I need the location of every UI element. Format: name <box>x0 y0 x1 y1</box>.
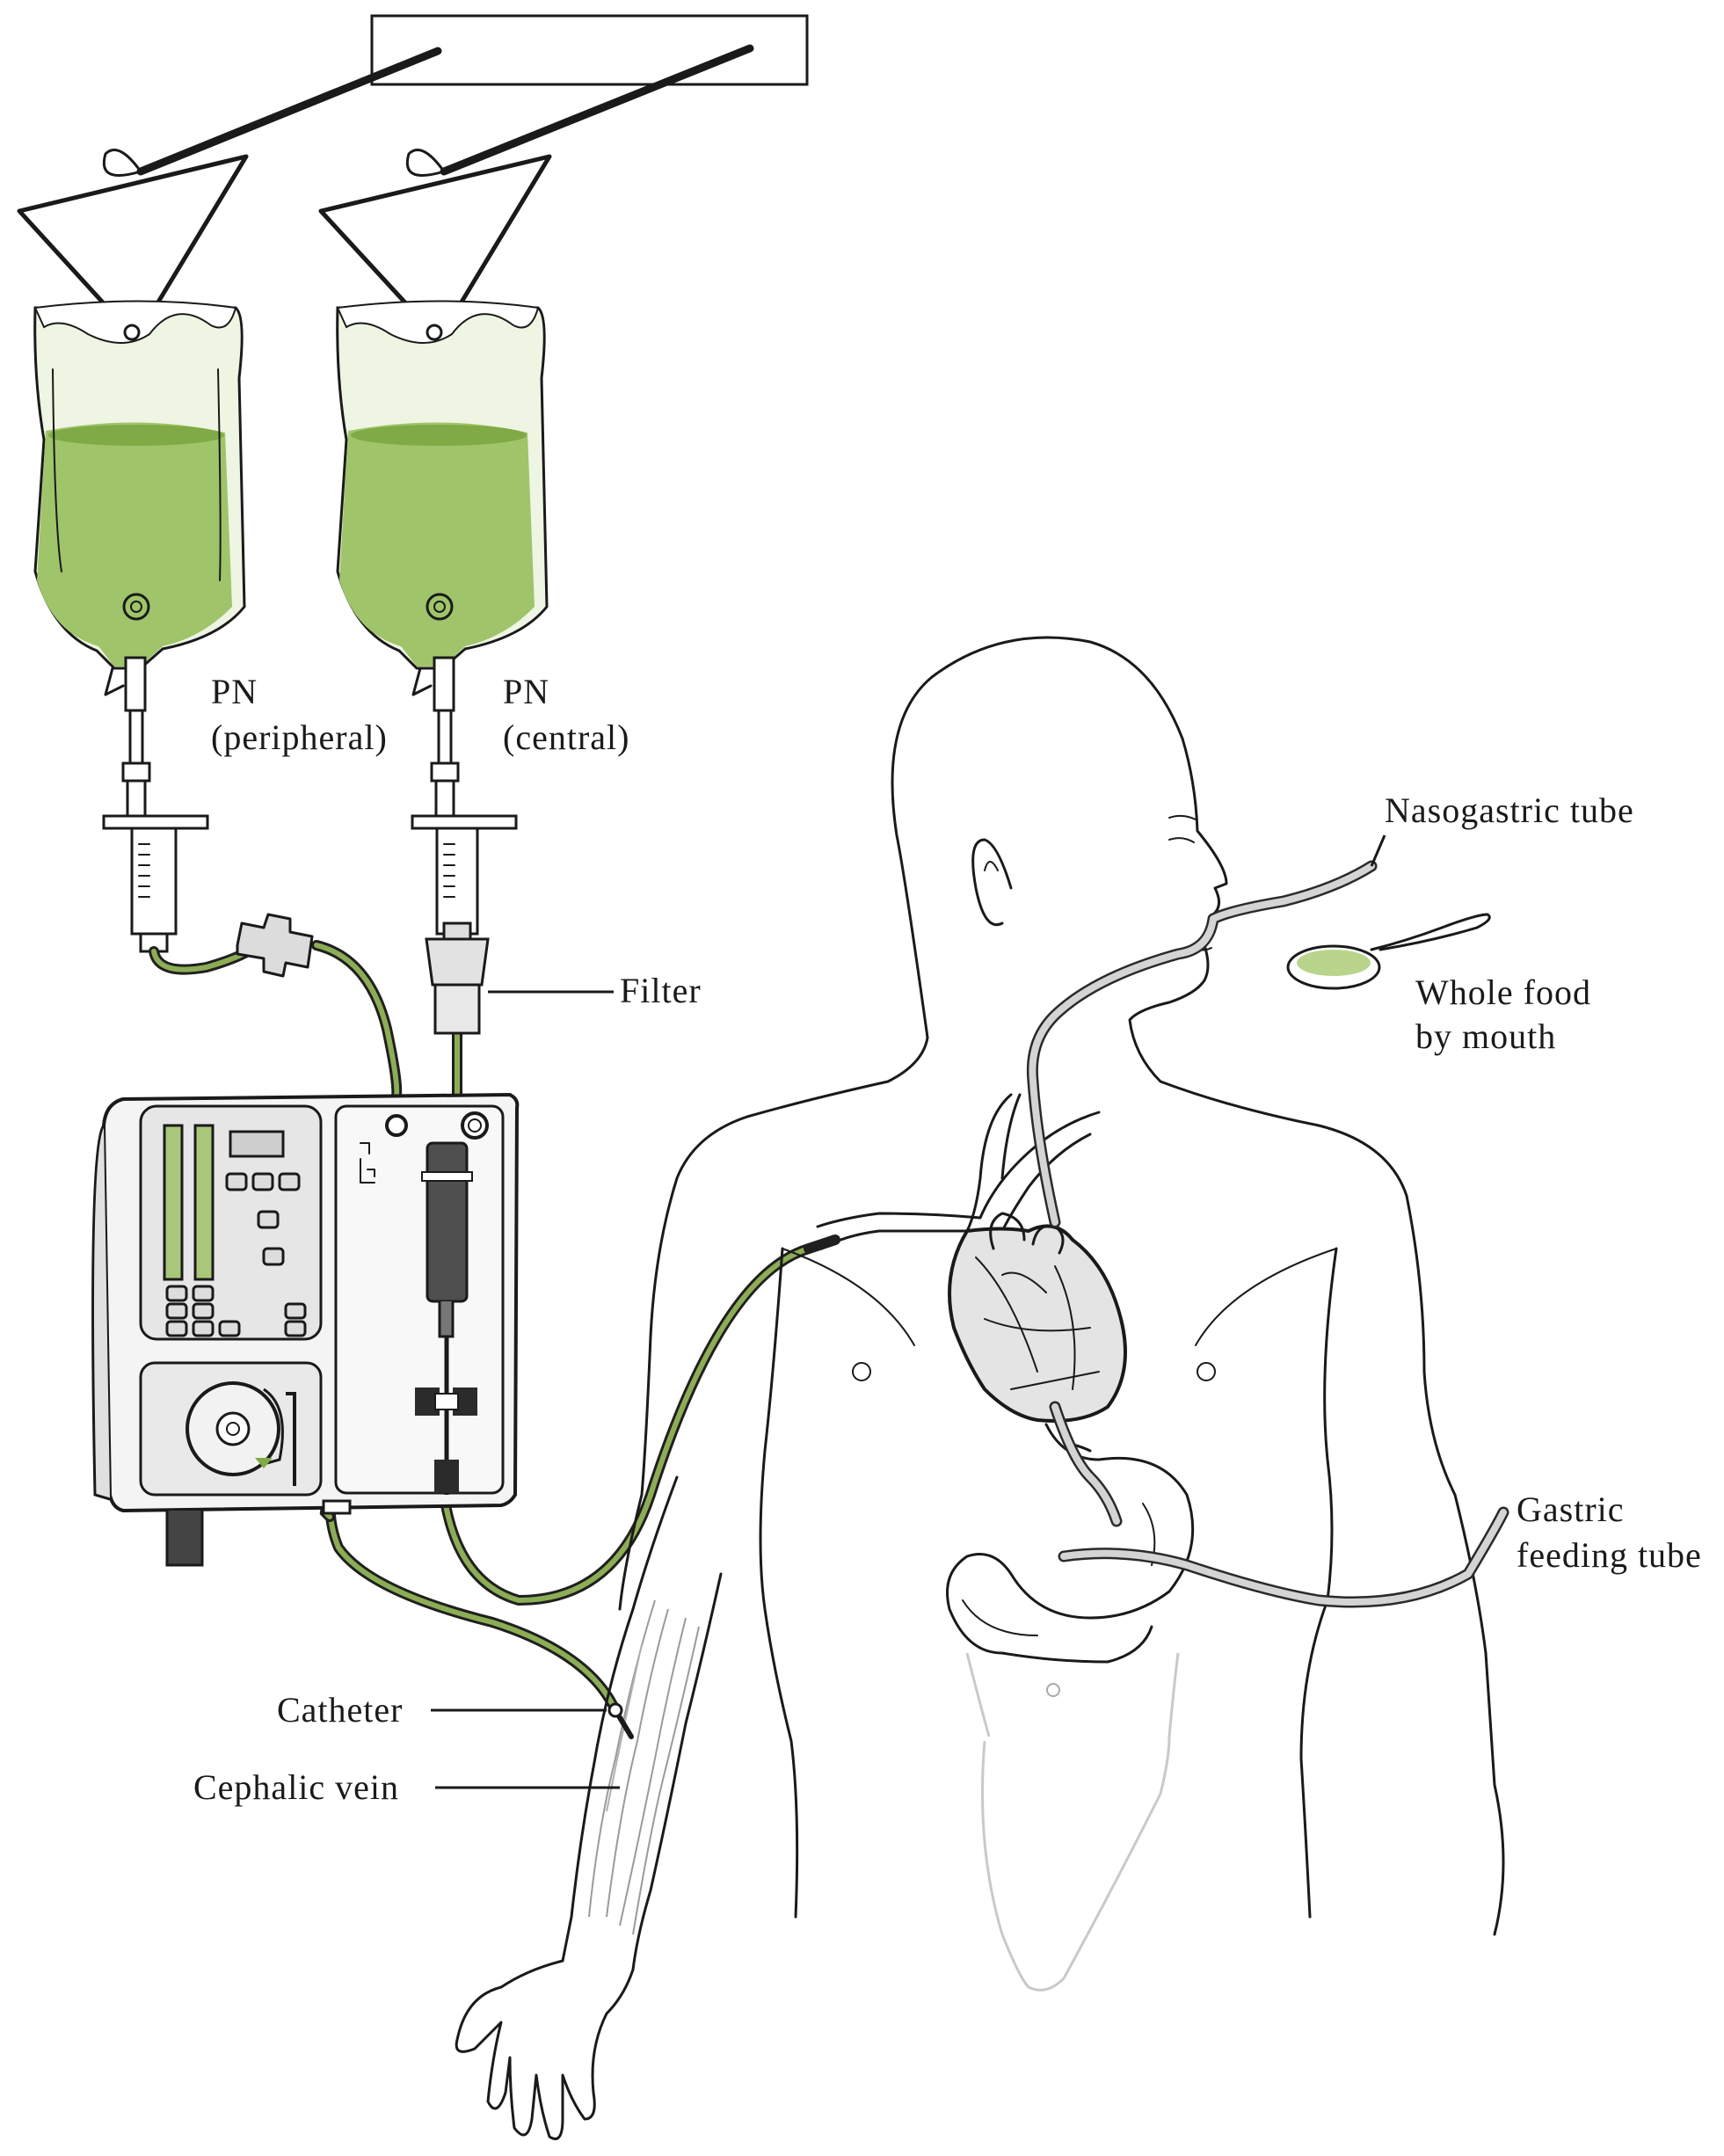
label-gastric-line1: Gastric <box>1517 1490 1625 1529</box>
label-pn-peripheral-line2: (peripheral) <box>211 717 388 757</box>
label-catheter: Catheter <box>277 1690 404 1730</box>
label-gastric-line2: feeding tube <box>1517 1535 1702 1575</box>
label-whole-food-line1: Whole food <box>1415 972 1591 1012</box>
drip-chamber-central <box>412 658 516 951</box>
label-pn-central-line2: (central) <box>503 717 629 757</box>
label-nasogastric-tube: Nasogastric tube <box>1385 790 1634 830</box>
stomach <box>948 1424 1193 1662</box>
heart <box>809 1095 1125 1421</box>
gastric-feeding-tube <box>1064 1512 1503 1602</box>
infusion-pump <box>93 1095 518 1565</box>
label-filter: Filter <box>620 971 702 1010</box>
pn-bag-central <box>321 150 549 669</box>
label-cephalic-vein: Cephalic vein <box>193 1767 399 1807</box>
pn-bag-peripheral <box>19 150 246 669</box>
drip-chamber-peripheral <box>104 658 207 951</box>
label-pn-central-line1: PN <box>503 672 549 711</box>
label-pn-peripheral-line1: PN <box>211 672 258 711</box>
line-connector <box>237 914 312 976</box>
inline-filter <box>426 923 614 1033</box>
label-whole-food-line2: by mouth <box>1415 1016 1556 1056</box>
iv-pole-mount <box>141 16 807 171</box>
